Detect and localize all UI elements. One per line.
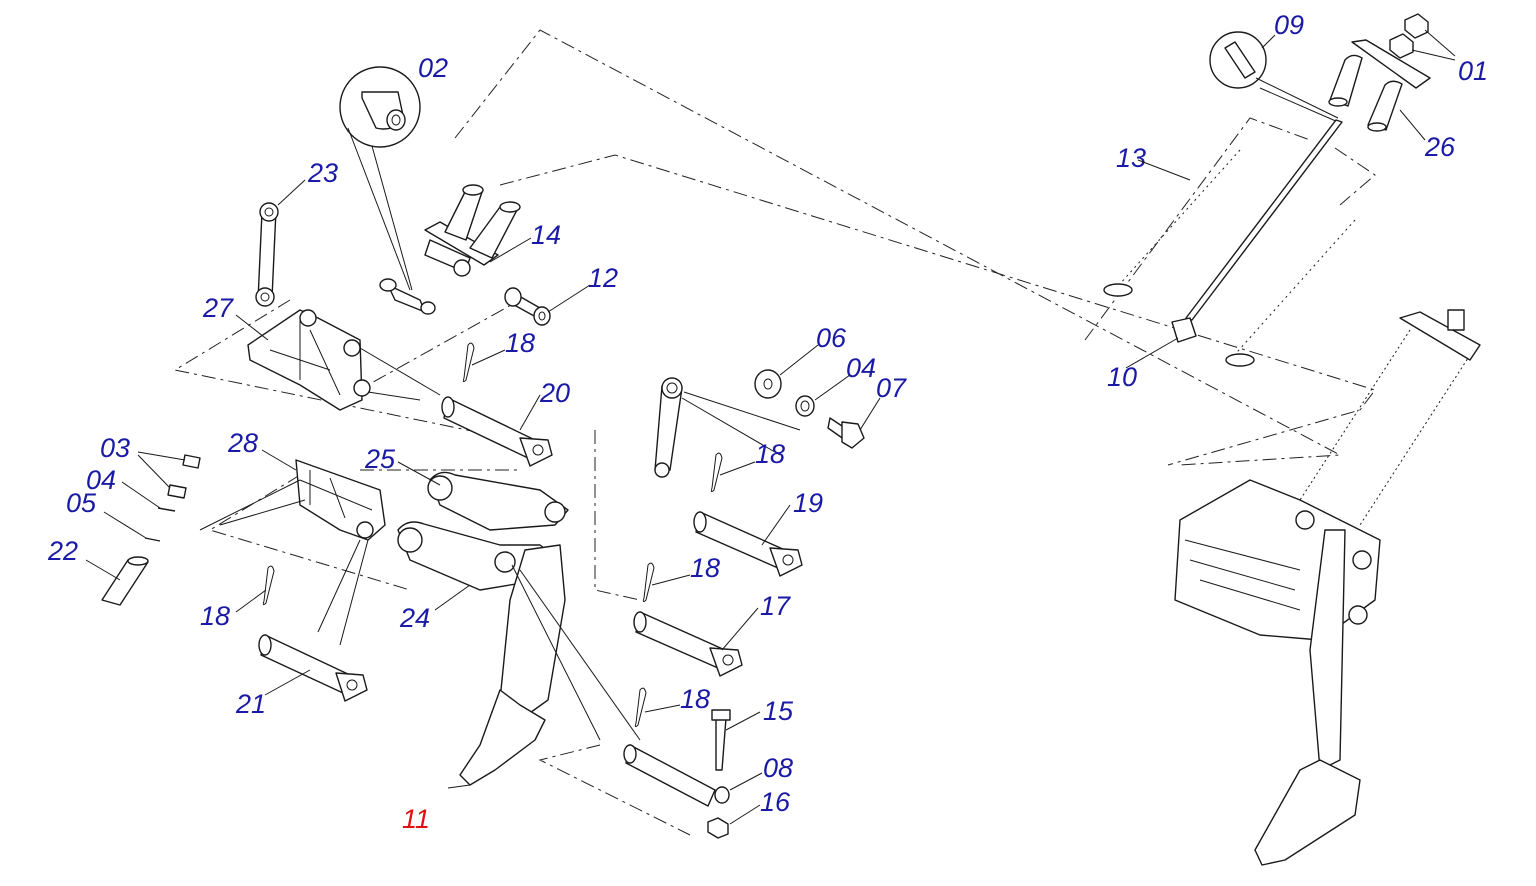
part-07-bolt [827,417,865,449]
part-09-pin-detail [1209,31,1339,123]
part-11-shank [459,544,641,786]
callout-22: 22 [48,536,79,566]
part-23-link [255,202,279,307]
callout-20: 20 [540,378,571,408]
part-28-bracket [199,459,386,646]
part-01-plugs [1389,13,1456,61]
part-02-bushing [379,278,436,315]
part-10-rod [1171,119,1343,343]
part-12-bushing [504,287,551,326]
part-20-pin [441,396,553,467]
callout-03: 03 [100,433,131,463]
callout-15: 15 [763,696,794,726]
part-04-washer-left [157,507,176,512]
part-22-pin [101,556,149,606]
callout-04-left: 04 [86,465,117,495]
callout-01: 01 [1458,56,1489,86]
callout-08: 08 [763,753,794,783]
callout-25: 25 [365,444,396,474]
part-03-plugs [167,454,201,499]
callout-23: 23 [308,158,339,188]
part-17-pin [633,611,743,677]
center-rod-link [654,377,801,478]
callout-21: 21 [236,689,267,719]
part-26-top-plate [1328,39,1431,132]
assembled-unit [1174,309,1481,866]
callout-26: 26 [1425,132,1456,162]
callout-07: 07 [876,373,907,403]
callout-18-b: 18 [755,439,786,469]
callout-24: 24 [400,603,431,633]
part-21-pin [258,634,368,702]
part-14-upper-mount [424,184,521,277]
callout-11: 11 [402,804,431,834]
callout-12: 12 [588,263,619,293]
callout-18-e: 18 [680,684,711,714]
part-13-springs [1103,149,1356,367]
part-08-bushing [714,786,730,804]
callout-13: 13 [1116,143,1147,173]
callout-27: 27 [203,293,234,323]
part-19-pin [693,511,803,577]
callout-17: 17 [760,591,791,621]
callout-05: 05 [66,488,97,518]
callout-04-center: 04 [846,353,877,383]
part-16-nut [707,817,729,839]
part-04-washer [795,395,815,417]
callout-16: 16 [760,787,791,817]
callout-09: 09 [1274,10,1305,40]
callout-10: 10 [1107,362,1138,392]
part-27-bracket [247,309,441,411]
part-05-washer [144,537,161,542]
callout-19: 19 [793,488,824,518]
part-15-bolt [711,709,731,771]
callout-28: 28 [228,428,259,458]
lower-pin [623,744,716,807]
callout-02: 02 [418,53,449,83]
callout-06: 06 [816,323,847,353]
part-02-bushing-detail [339,66,421,291]
callout-18-d: 18 [200,601,231,631]
callout-18-c: 18 [690,553,721,583]
part-25-arm [427,471,569,531]
callout-14: 14 [531,220,562,250]
callout-18-a: 18 [505,328,536,358]
assembly-guide-lines [173,29,1376,836]
part-06-washer [754,369,782,399]
